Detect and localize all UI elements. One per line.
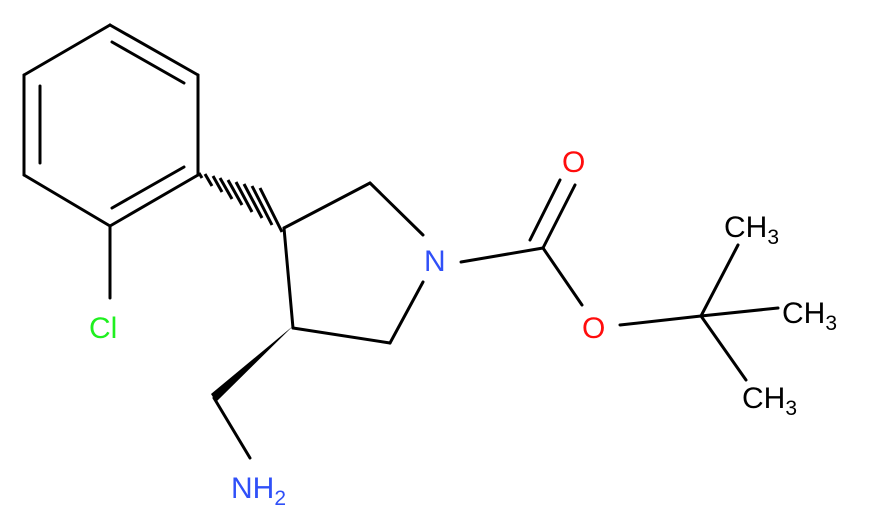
chlorophenyl-ring xyxy=(22,23,200,228)
methyl-bond-top xyxy=(699,243,740,318)
ring-bond xyxy=(22,23,112,77)
hashed-wedge-bond xyxy=(197,172,284,233)
pyrrolidine-ring xyxy=(282,181,425,345)
ch2-nh2-bond xyxy=(212,396,252,460)
ring-bond xyxy=(291,326,392,345)
ring-bond xyxy=(388,280,425,345)
methyl-bond-bot xyxy=(699,314,748,382)
solid-wedge-bond xyxy=(211,326,293,402)
ring-bond xyxy=(108,23,200,77)
ring-bond xyxy=(108,173,200,228)
atom-o-carbonyl: O xyxy=(562,146,585,179)
c-o-double-bond xyxy=(541,183,577,250)
o-tbutyl-bond xyxy=(618,314,703,327)
n-carbonyl-bond xyxy=(459,246,545,264)
ring-bond xyxy=(282,226,295,330)
ring-double-bond xyxy=(110,165,186,210)
atom-o-ester: O xyxy=(582,312,605,345)
atom-n-ring: N xyxy=(424,245,446,278)
atom-ch3-mid: CH3 xyxy=(782,297,837,335)
atom-nh2: NH2 xyxy=(231,472,286,510)
ring-bond xyxy=(282,181,372,230)
methyl-bond-mid xyxy=(699,306,780,318)
c-o-single-bond xyxy=(541,246,584,307)
ring-bond xyxy=(368,181,425,237)
c-o-double-bond xyxy=(528,178,562,242)
atom-ch3-bot: CH3 xyxy=(742,382,797,420)
ring-double-bond xyxy=(110,40,186,85)
atom-cl: Cl xyxy=(89,312,117,345)
atom-ch3-top: CH3 xyxy=(724,211,779,249)
ring-bond xyxy=(22,173,112,228)
